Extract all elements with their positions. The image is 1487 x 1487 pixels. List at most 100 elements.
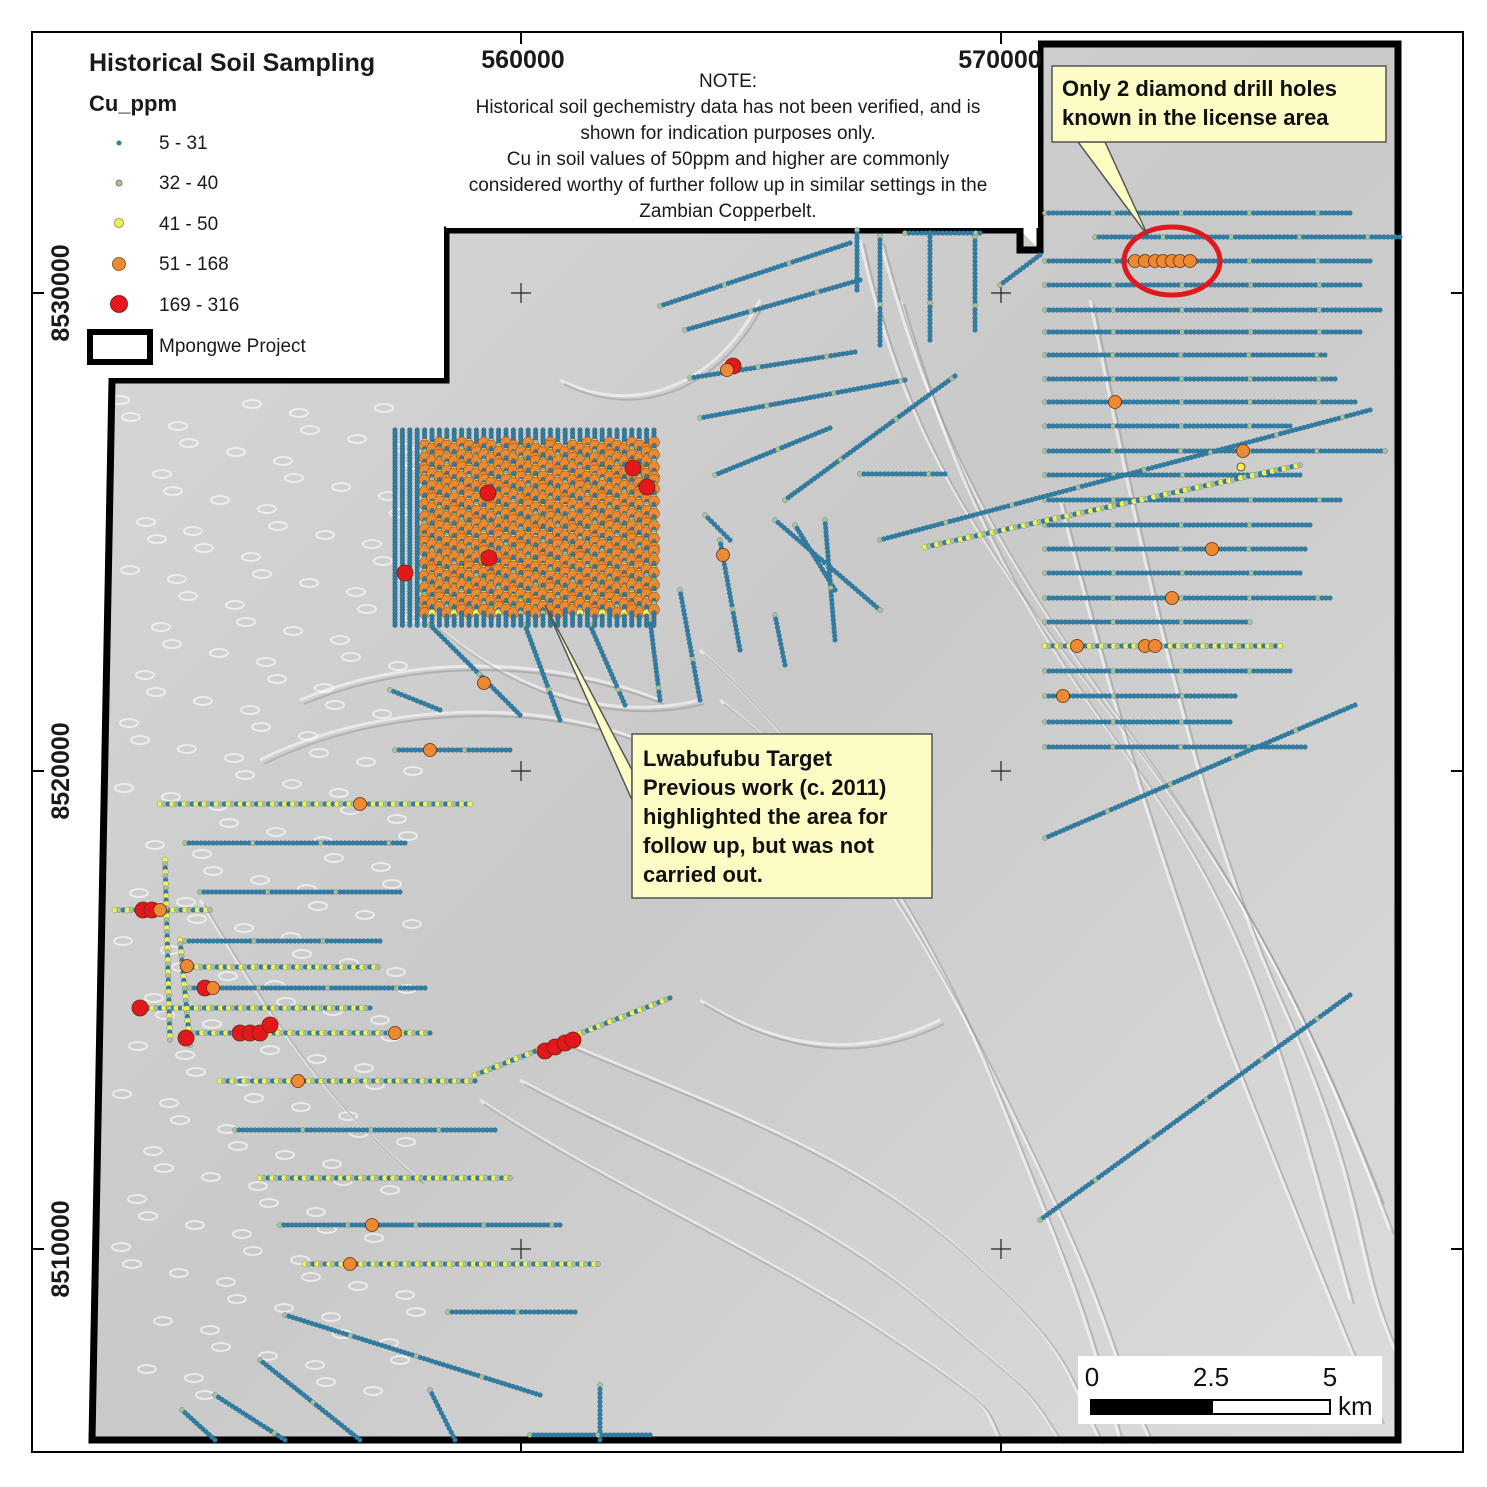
relief-texture	[209, 648, 229, 658]
relief-texture	[398, 831, 418, 841]
relief-texture	[112, 1089, 132, 1099]
soil-sample-point	[781, 658, 787, 664]
relief-texture	[373, 556, 393, 566]
relief-texture	[299, 578, 319, 588]
relief-texture	[179, 438, 199, 448]
soil-sample-point	[1297, 570, 1303, 576]
relief-texture	[289, 408, 309, 418]
relief-texture	[341, 652, 361, 662]
relief-texture	[275, 1150, 295, 1160]
relief-texture	[362, 539, 382, 549]
relief-texture	[168, 421, 188, 431]
relief-texture	[314, 683, 334, 693]
relief-texture	[120, 565, 140, 575]
relief-texture	[322, 1159, 342, 1169]
relief-texture	[193, 696, 213, 706]
relief-shadow	[563, 303, 765, 401]
soil-sample-point	[1367, 258, 1373, 264]
soil-sample-point	[597, 1437, 603, 1443]
relief-texture	[325, 700, 345, 710]
relief-texture	[114, 783, 134, 793]
relief-ridge	[699, 998, 941, 1047]
soil-sample-point	[952, 373, 958, 379]
relief-texture	[154, 1163, 174, 1173]
relief-texture	[145, 840, 165, 850]
relief-texture	[152, 469, 172, 479]
soil-sample-point	[1227, 719, 1233, 725]
soil-sample-point	[167, 1037, 173, 1043]
soil-sample-point	[737, 647, 743, 653]
relief-texture	[183, 526, 203, 536]
relief-texture	[241, 552, 261, 562]
soil-sample-point	[1232, 693, 1238, 699]
relief-texture	[203, 866, 223, 876]
relief-texture	[175, 1050, 195, 1060]
grid-sample-point	[392, 622, 398, 628]
soil-sample-point	[1337, 497, 1343, 503]
relief-shadow	[883, 243, 1395, 1235]
soil-sample-point	[667, 995, 673, 1001]
relief-texture	[242, 399, 262, 409]
relief-texture	[240, 705, 260, 715]
relief-ridge	[559, 299, 762, 398]
relief-texture	[268, 521, 288, 531]
relief-ridge	[519, 1078, 1062, 1441]
soil-sample-point	[779, 645, 785, 651]
relief-texture	[403, 766, 423, 776]
soil-sample-point	[1357, 282, 1363, 288]
relief-texture	[161, 792, 181, 802]
soil-sample-point	[1302, 744, 1308, 750]
relief-texture	[267, 674, 287, 684]
relief-texture	[128, 1041, 148, 1051]
relief-texture	[300, 425, 320, 435]
relief-texture	[127, 1194, 147, 1204]
relief-texture	[370, 1015, 390, 1025]
relief-texture	[396, 1137, 416, 1147]
relief-texture	[170, 1115, 190, 1125]
relief-texture	[226, 447, 246, 457]
soil-sample-point	[572, 1309, 578, 1315]
relief-texture	[113, 936, 133, 946]
relief-texture	[386, 967, 406, 977]
soil-sample-point	[507, 1175, 513, 1181]
relief-shadow	[1093, 303, 1400, 1355]
relief-texture	[119, 718, 139, 728]
relief-texture	[244, 1093, 264, 1103]
soil-sample-point	[777, 637, 783, 643]
relief-texture	[259, 1198, 279, 1208]
soil-sample-point	[622, 702, 628, 708]
relief-shadow	[203, 903, 425, 1185]
soil-sample-point	[1352, 399, 1358, 405]
relief-texture	[176, 897, 196, 907]
soil-sample-point	[832, 637, 838, 643]
relief-texture	[211, 1342, 231, 1352]
soil-sample-point	[877, 342, 883, 348]
soil-sample-point	[776, 633, 782, 639]
relief-texture	[235, 770, 255, 780]
soil-sample-point	[1382, 448, 1388, 454]
relief-texture	[167, 574, 187, 584]
soil-sample-point	[1377, 307, 1383, 313]
grid-sample-point	[459, 622, 465, 628]
relief-texture	[387, 814, 407, 824]
relief-texture	[236, 617, 256, 627]
soil-sample-point	[402, 840, 408, 846]
grid-sample-point	[473, 622, 479, 628]
relief-texture	[218, 971, 238, 981]
relief-texture	[187, 914, 207, 924]
soil-sample-point	[727, 537, 733, 543]
relief-texture	[144, 993, 164, 1003]
relief-texture	[169, 1268, 189, 1278]
grid-sample-point	[451, 622, 457, 628]
relief-shadow	[863, 243, 1385, 1205]
relief-texture	[388, 661, 408, 671]
relief-ridge	[1058, 499, 1382, 1421]
relief-texture	[371, 862, 391, 872]
relief-texture	[284, 473, 304, 483]
soil-sample-point	[517, 712, 523, 718]
soil-sample-point	[782, 662, 788, 668]
soil-sample-point	[977, 230, 983, 236]
relief-texture	[121, 412, 141, 422]
soil-sample-point	[852, 349, 858, 355]
relief-texture	[372, 709, 392, 719]
